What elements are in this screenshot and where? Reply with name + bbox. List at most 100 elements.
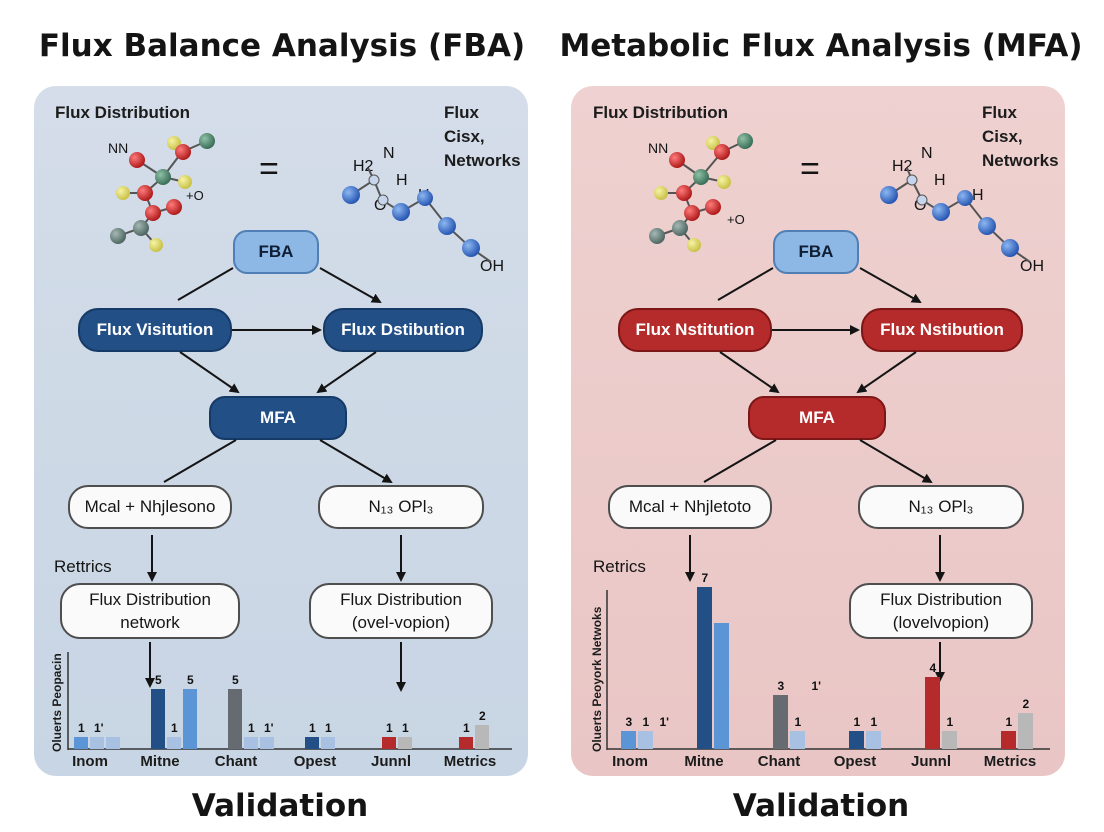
bar-label-junnl-1: 1 — [947, 715, 954, 729]
right-xlabel-mitne: Mitne — [684, 753, 724, 770]
bar-label-inom-1: 1 — [643, 715, 650, 729]
right-blue-chain-atoms — [880, 174, 1019, 257]
left-node-flux-visitution: Flux Visitution — [78, 308, 232, 352]
left-legend-line-1: Flux — [444, 103, 479, 122]
bar-label-chant-1: 1 — [795, 715, 802, 729]
left-box-flux-network-line-2: network — [120, 613, 180, 632]
bar-mitne-0 — [151, 689, 165, 749]
right-xlabel-junnl: Junnl — [911, 753, 951, 770]
bar-inom-1 — [90, 737, 104, 749]
bar-opest-1 — [321, 737, 335, 749]
bar-label-chant-2: 1' — [264, 721, 274, 735]
bar-opest-1 — [866, 731, 881, 749]
bar-label-metrics-0: 1 — [463, 721, 470, 735]
bar-metrics-1 — [1018, 713, 1033, 749]
right-xlabel-opest: Opest — [833, 753, 877, 770]
bar-label-metrics-0: 1 — [1006, 715, 1013, 729]
right-node-mcal: Mcal + Nhjletoto — [608, 485, 772, 529]
bar-inom-1 — [638, 731, 653, 749]
right-legend-line-3: Networks — [982, 151, 1059, 170]
right-mol-label-oh: OH — [1020, 258, 1044, 275]
right-xlabel-metrics: Metrics — [983, 753, 1037, 770]
left-box-flux-network: Flux Distribution network — [60, 583, 240, 639]
bar-label-chant-0: 5 — [232, 673, 239, 687]
right-legend-line-2: Cisx, — [982, 127, 1023, 146]
left-box-flux-network-line-1: Flux Distribution — [89, 590, 211, 609]
left-equals-sign: = — [259, 150, 279, 188]
left-mol-label-oh: OH — [480, 258, 504, 275]
bar-label-junnl-1: 1 — [402, 721, 409, 735]
bar-mitne-1 — [167, 737, 181, 749]
left-xlabel-inom: Inom — [72, 753, 108, 770]
left-flow-arrows — [145, 267, 406, 692]
right-node-fba: FBA — [773, 230, 859, 274]
right-flux-distribution-label: Flux Distribution — [593, 103, 729, 122]
bar-label-metrics-1: 2 — [479, 709, 486, 723]
bar-inom-2 — [106, 737, 120, 749]
bar-label-chant-1: 1 — [248, 721, 255, 735]
left-mol-label-plus-o: +O — [186, 188, 204, 203]
left-xlabel-mitne: Mitne — [140, 753, 180, 770]
bar-label-inom-2: 1' — [660, 715, 670, 729]
right-node-n13: N₁₃ OPl₃ — [858, 485, 1024, 529]
right-retrics-label: Retrics — [593, 557, 646, 576]
bar-mitne-0 — [697, 587, 712, 749]
left-node-mfa: MFA — [209, 396, 347, 440]
bar-opest-0 — [305, 737, 319, 749]
right-chart-axes — [606, 590, 1050, 750]
bar-label-opest-0: 1 — [854, 715, 861, 729]
right-mol-label-n: N — [921, 145, 933, 162]
right-mol-label-h2nd: H — [972, 187, 984, 204]
bar-metrics-0 — [459, 737, 473, 749]
bar-metrics-0 — [1001, 731, 1016, 749]
bar-label-mitne-2: 5 — [187, 673, 194, 687]
right-box-flux-lovel-line-1: Flux Distribution — [880, 590, 1002, 609]
bar-inom-0 — [621, 731, 636, 749]
left-node-mcal: Mcal + Nhjlesono — [68, 485, 232, 529]
left-molecule-atoms — [110, 133, 215, 252]
left-validation-caption: Validation — [191, 788, 369, 824]
bar-label-junnl-0: 4 — [930, 661, 937, 675]
left-legend: Flux Cisx, Networks — [444, 101, 521, 173]
left-legend-line-2: Cisx, — [444, 127, 485, 146]
bar-junnl-0 — [382, 737, 396, 749]
right-mol-label-nn: NN — [648, 140, 669, 156]
left-box-flux-ovel-line-1: Flux Distribution — [340, 590, 462, 609]
bar-chant-1 — [244, 737, 258, 749]
left-node-fba: FBA — [233, 230, 319, 274]
right-panel-title: Metabolic Flux Analysis (MFA) — [559, 28, 1083, 64]
left-mol-label-n: N — [383, 145, 395, 162]
left-mol-label-nn: NN — [108, 140, 129, 156]
left-box-flux-ovel-line-2: (ovel-vopion) — [351, 613, 451, 632]
left-xlabel-metrics: Metrics — [443, 753, 497, 770]
left-chart-axes — [67, 652, 512, 750]
right-box-flux-lovel-line-2: (lovelvopion) — [892, 613, 990, 632]
right-xlabel-chant: Chant — [757, 753, 801, 770]
left-xlabel-chant: Chant — [214, 753, 258, 770]
bar-chant-2 — [260, 737, 274, 749]
bar-label-opest-1: 1 — [871, 715, 878, 729]
right-node-flux-nstitution: Flux Nstitution — [618, 308, 772, 352]
left-legend-line-3: Networks — [444, 151, 521, 170]
bar-inom-0 — [74, 737, 88, 749]
bar-chant-0 — [773, 695, 788, 749]
bar-label-opest-0: 1 — [309, 721, 316, 735]
right-mol-label-h: H — [934, 172, 946, 189]
bar-label-metrics-1: 2 — [1023, 697, 1030, 711]
left-mol-label-h: H — [396, 172, 408, 189]
bar-label-inom-0: 1 — [78, 721, 85, 735]
bar-junnl-0 — [925, 677, 940, 749]
bar-label-mitne-0: 7 — [702, 571, 709, 585]
right-flow-arrows — [685, 267, 945, 682]
left-node-n13: N₁₃ OPl₃ — [318, 485, 484, 529]
right-node-flux-nstibution: Flux Nstibution — [861, 308, 1023, 352]
bar-chant-0 — [228, 689, 242, 749]
bar-label-chant-2: 1' — [812, 679, 822, 693]
right-box-flux-lovel: Flux Distribution (lovelvopion) — [849, 583, 1033, 639]
right-equals-sign: = — [800, 150, 820, 188]
right-molecule-atoms — [649, 133, 753, 252]
right-node-mfa: MFA — [748, 396, 886, 440]
